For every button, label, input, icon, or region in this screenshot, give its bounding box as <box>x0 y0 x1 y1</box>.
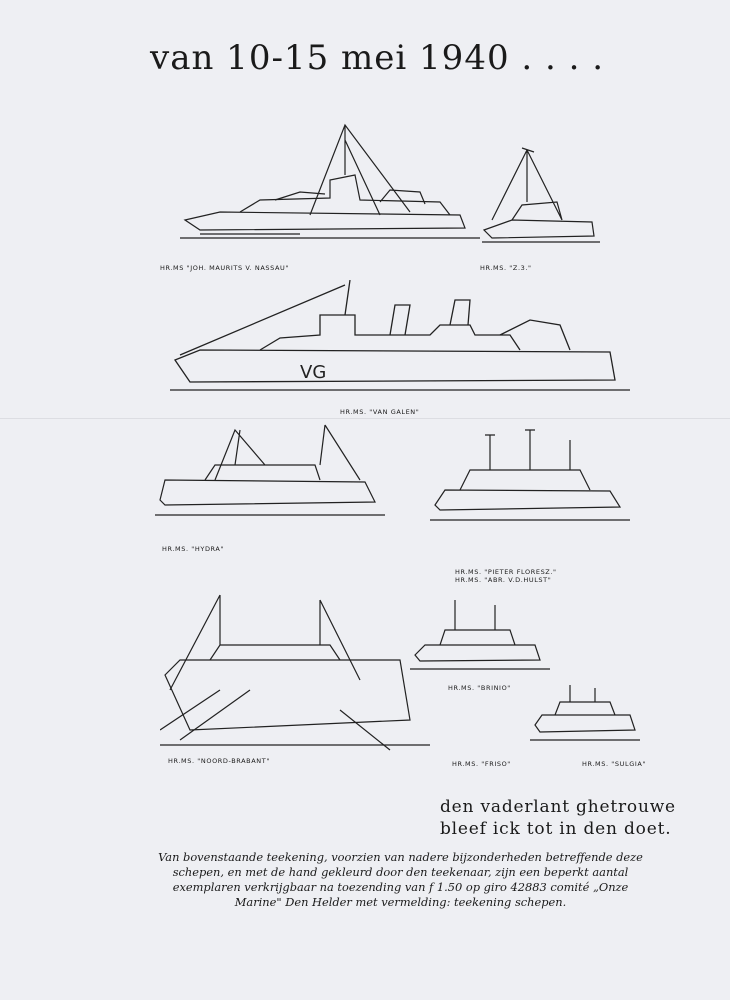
caption-z3: HR.MS. "Z.3." <box>480 264 532 272</box>
caption-van-galen: HR.MS. "VAN GALEN" <box>340 408 420 416</box>
motto-line-2: bleef ick tot in den doet. <box>440 819 672 839</box>
ship-drawing-hydra <box>155 424 385 516</box>
caption-nassau: HR.MS "JOH. MAURITS V. NASSAU" <box>160 264 289 272</box>
caption-brinio: HR.MS. "BRINIO" <box>448 684 511 692</box>
caption-noord-brabant: HR.MS. "NOORD-BRABANT" <box>168 757 270 765</box>
footer-text: Van bovenstaande teekening, voorzien van… <box>158 850 643 909</box>
ship-drawing-van-galen: VG <box>170 280 630 391</box>
ship-drawing-nassau <box>180 123 480 239</box>
ship-drawing-pieter-floresz <box>430 429 630 521</box>
motto-line-1: den vaderlant ghetrouwe <box>440 797 676 817</box>
caption-sulgia: HR.MS. "SULGIA" <box>582 760 646 768</box>
ship-drawing-sulgia <box>530 685 640 741</box>
caption-hydra: HR.MS. "HYDRA" <box>162 545 225 553</box>
ship-drawing-brinio <box>410 600 550 670</box>
motto: den vaderlant ghetrouwe bleef ick tot in… <box>440 796 676 840</box>
page-title: van 10-15 mei 1940 . . . . <box>150 38 605 78</box>
caption-pieter-floresz: HR.MS. "PIETER FLORESZ." <box>455 568 557 576</box>
svg-text:VG: VG <box>300 362 326 383</box>
caption-abr-vd-hulst: HR.MS. "ABR. V.D.HULST" <box>455 576 552 584</box>
paper-fold <box>0 418 730 419</box>
ship-drawing-noord-brabant <box>160 594 430 751</box>
caption-friso: HR.MS. "FRISO" <box>452 760 511 768</box>
ship-drawing-z3 <box>482 147 600 243</box>
